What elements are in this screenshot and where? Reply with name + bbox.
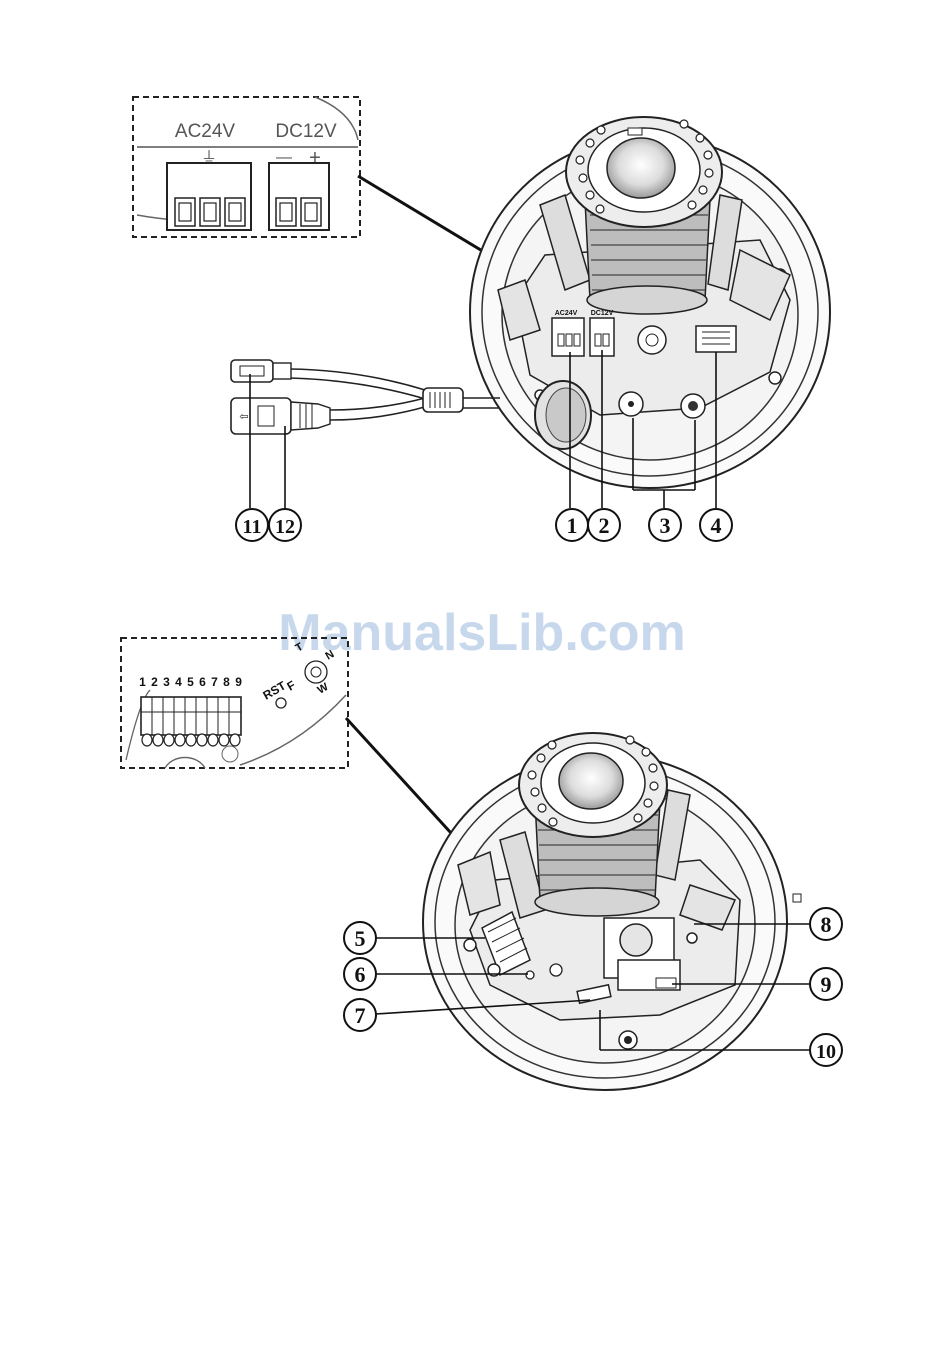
watermark: ManualsLib.com	[278, 604, 685, 662]
callout-3: 3	[649, 509, 681, 541]
callout-10: 10	[810, 1034, 842, 1066]
dome-camera-bottom	[423, 733, 787, 1090]
reset-button-board	[526, 971, 534, 979]
svg-text:3: 3	[660, 513, 671, 538]
svg-text:2: 2	[599, 513, 610, 538]
svg-text:5: 5	[355, 926, 366, 951]
adjustment-screw	[638, 326, 666, 354]
svg-text:1: 1	[567, 513, 578, 538]
svg-text:7: 7	[355, 1003, 366, 1028]
dc12v-inset-label: DC12V	[275, 121, 337, 142]
callout-6: 6	[344, 958, 376, 990]
pin-numbers: 1 2 3 4 5 6 7 8 9	[139, 675, 243, 689]
stray-square-mark	[793, 894, 801, 902]
dc-power-jack	[231, 360, 291, 382]
ac24v-terminal-block	[167, 163, 251, 230]
callout-8: 8	[810, 908, 842, 940]
svg-text:11: 11	[243, 516, 262, 538]
callout-4: 4	[700, 509, 732, 541]
callout-12: 12	[269, 509, 301, 541]
ac24v-board-terminal	[552, 318, 584, 356]
svg-text:12: 12	[275, 516, 295, 538]
board-ac24v-label: AC24V	[555, 310, 578, 317]
callout-2: 2	[588, 509, 620, 541]
top-figure: AC24V DC12V ⏚ — +	[133, 97, 830, 541]
board-dc12v-label: DC12V	[591, 310, 614, 317]
svg-text:9: 9	[821, 972, 832, 997]
dome-camera-top: AC24V DC12V	[470, 117, 830, 488]
callout-5: 5	[344, 922, 376, 954]
callout-7: 7	[344, 999, 376, 1031]
power-terminal-inset: AC24V DC12V ⏚ — +	[133, 97, 360, 237]
svg-text:⇦: ⇦	[239, 411, 248, 423]
io-terminal-block	[141, 697, 241, 735]
svg-text:10: 10	[816, 1041, 836, 1063]
dc12v-terminal-block	[269, 163, 329, 230]
callout-11: 11	[236, 509, 268, 541]
bottom-figure: 1 2 3 4 5 6 7 8 9 RST F T N W	[121, 638, 842, 1090]
reset-button	[276, 698, 286, 708]
video-switch	[305, 661, 327, 683]
callout-9: 9	[810, 968, 842, 1000]
svg-text:4: 4	[711, 513, 722, 538]
video-switch-board	[550, 964, 562, 976]
network-jack: ⇦	[231, 398, 330, 434]
callout-1: 1	[556, 509, 588, 541]
svg-text:8: 8	[821, 912, 832, 937]
cable-junction	[423, 388, 463, 412]
svg-text:6: 6	[355, 962, 366, 987]
port-4-connector	[696, 326, 736, 352]
ac24v-inset-label: AC24V	[175, 121, 236, 142]
